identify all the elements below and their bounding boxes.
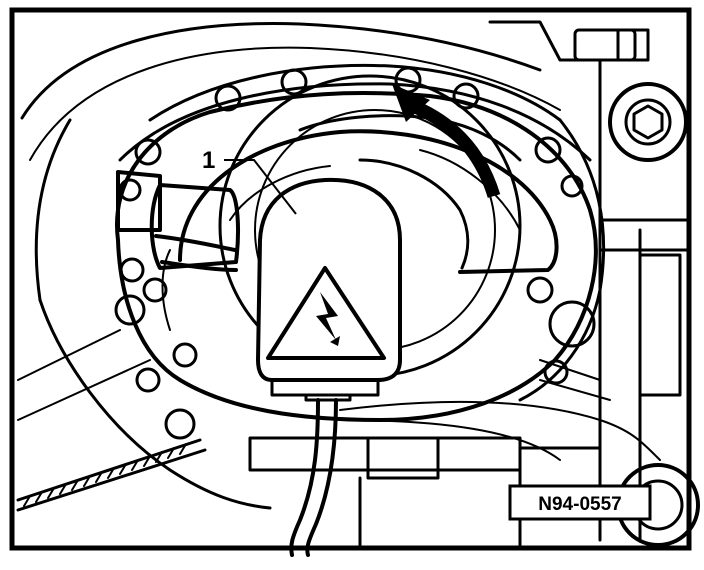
left-connector-block [116,170,240,272]
reference-code-box: N94-0557 [508,484,652,521]
callout-1: 1 [202,147,297,215]
reference-code: N94-0557 [538,494,621,515]
callout-number: 1 [202,147,215,174]
direction-arrow-icon [392,84,501,198]
callout-leader-line [224,159,297,215]
engine-background [16,20,700,547]
high-voltage-warning-icon [266,266,386,360]
sensor-cable [289,398,338,557]
flange-plate [115,91,598,422]
